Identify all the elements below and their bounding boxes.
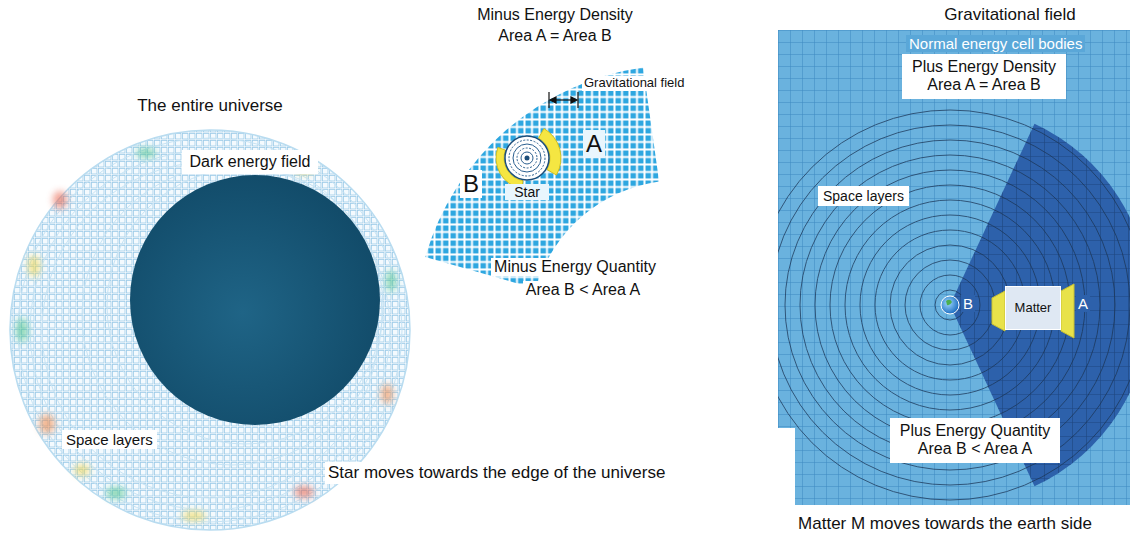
node-text: Plus Energy Quantity (900, 422, 1050, 440)
heading-text: Minus Energy Quantity (491, 258, 659, 276)
area-letter: B (961, 295, 975, 312)
label-box: Space layers (818, 186, 909, 206)
node-text: Star (505, 184, 549, 200)
node-text: Area B < Area A (900, 440, 1050, 458)
energy-cell-panel: Normal energy cell bodiesPlus Energy Den… (778, 30, 1130, 505)
layer-label: Space layers (62, 430, 157, 449)
area-letter: A (1076, 295, 1090, 312)
caption-text: Matter M moves towards the earth side (798, 514, 1092, 534)
field-label: Gravitational field (582, 76, 686, 91)
node-text: Plus Energy Density (912, 58, 1056, 76)
equation-text: Area B < Area A (523, 281, 643, 299)
node-text: Space layers (823, 188, 904, 204)
equation-text: Area A = Area B (498, 27, 611, 45)
info-box: Plus Energy DensityArea A = Area B (902, 54, 1066, 99)
area-letter: B (460, 170, 482, 198)
node-text: Matter (1015, 301, 1052, 316)
caption-text: Star moves towards the edge of the unive… (325, 462, 668, 484)
field-label: Dark energy field (182, 150, 319, 174)
figure-title: The entire universe (137, 96, 283, 116)
matter-box: Matter (1005, 286, 1061, 330)
star-circle: Star (505, 136, 549, 200)
node-text: Normal energy cell bodies (906, 35, 1085, 52)
node-text: Area A = Area B (912, 76, 1056, 94)
area-letter: A (583, 130, 605, 158)
panel-title: Gravitational field (944, 5, 1075, 25)
heading-text: Minus Energy Density (477, 6, 633, 24)
info-box: Plus Energy QuantityArea B < Area A (890, 418, 1060, 463)
